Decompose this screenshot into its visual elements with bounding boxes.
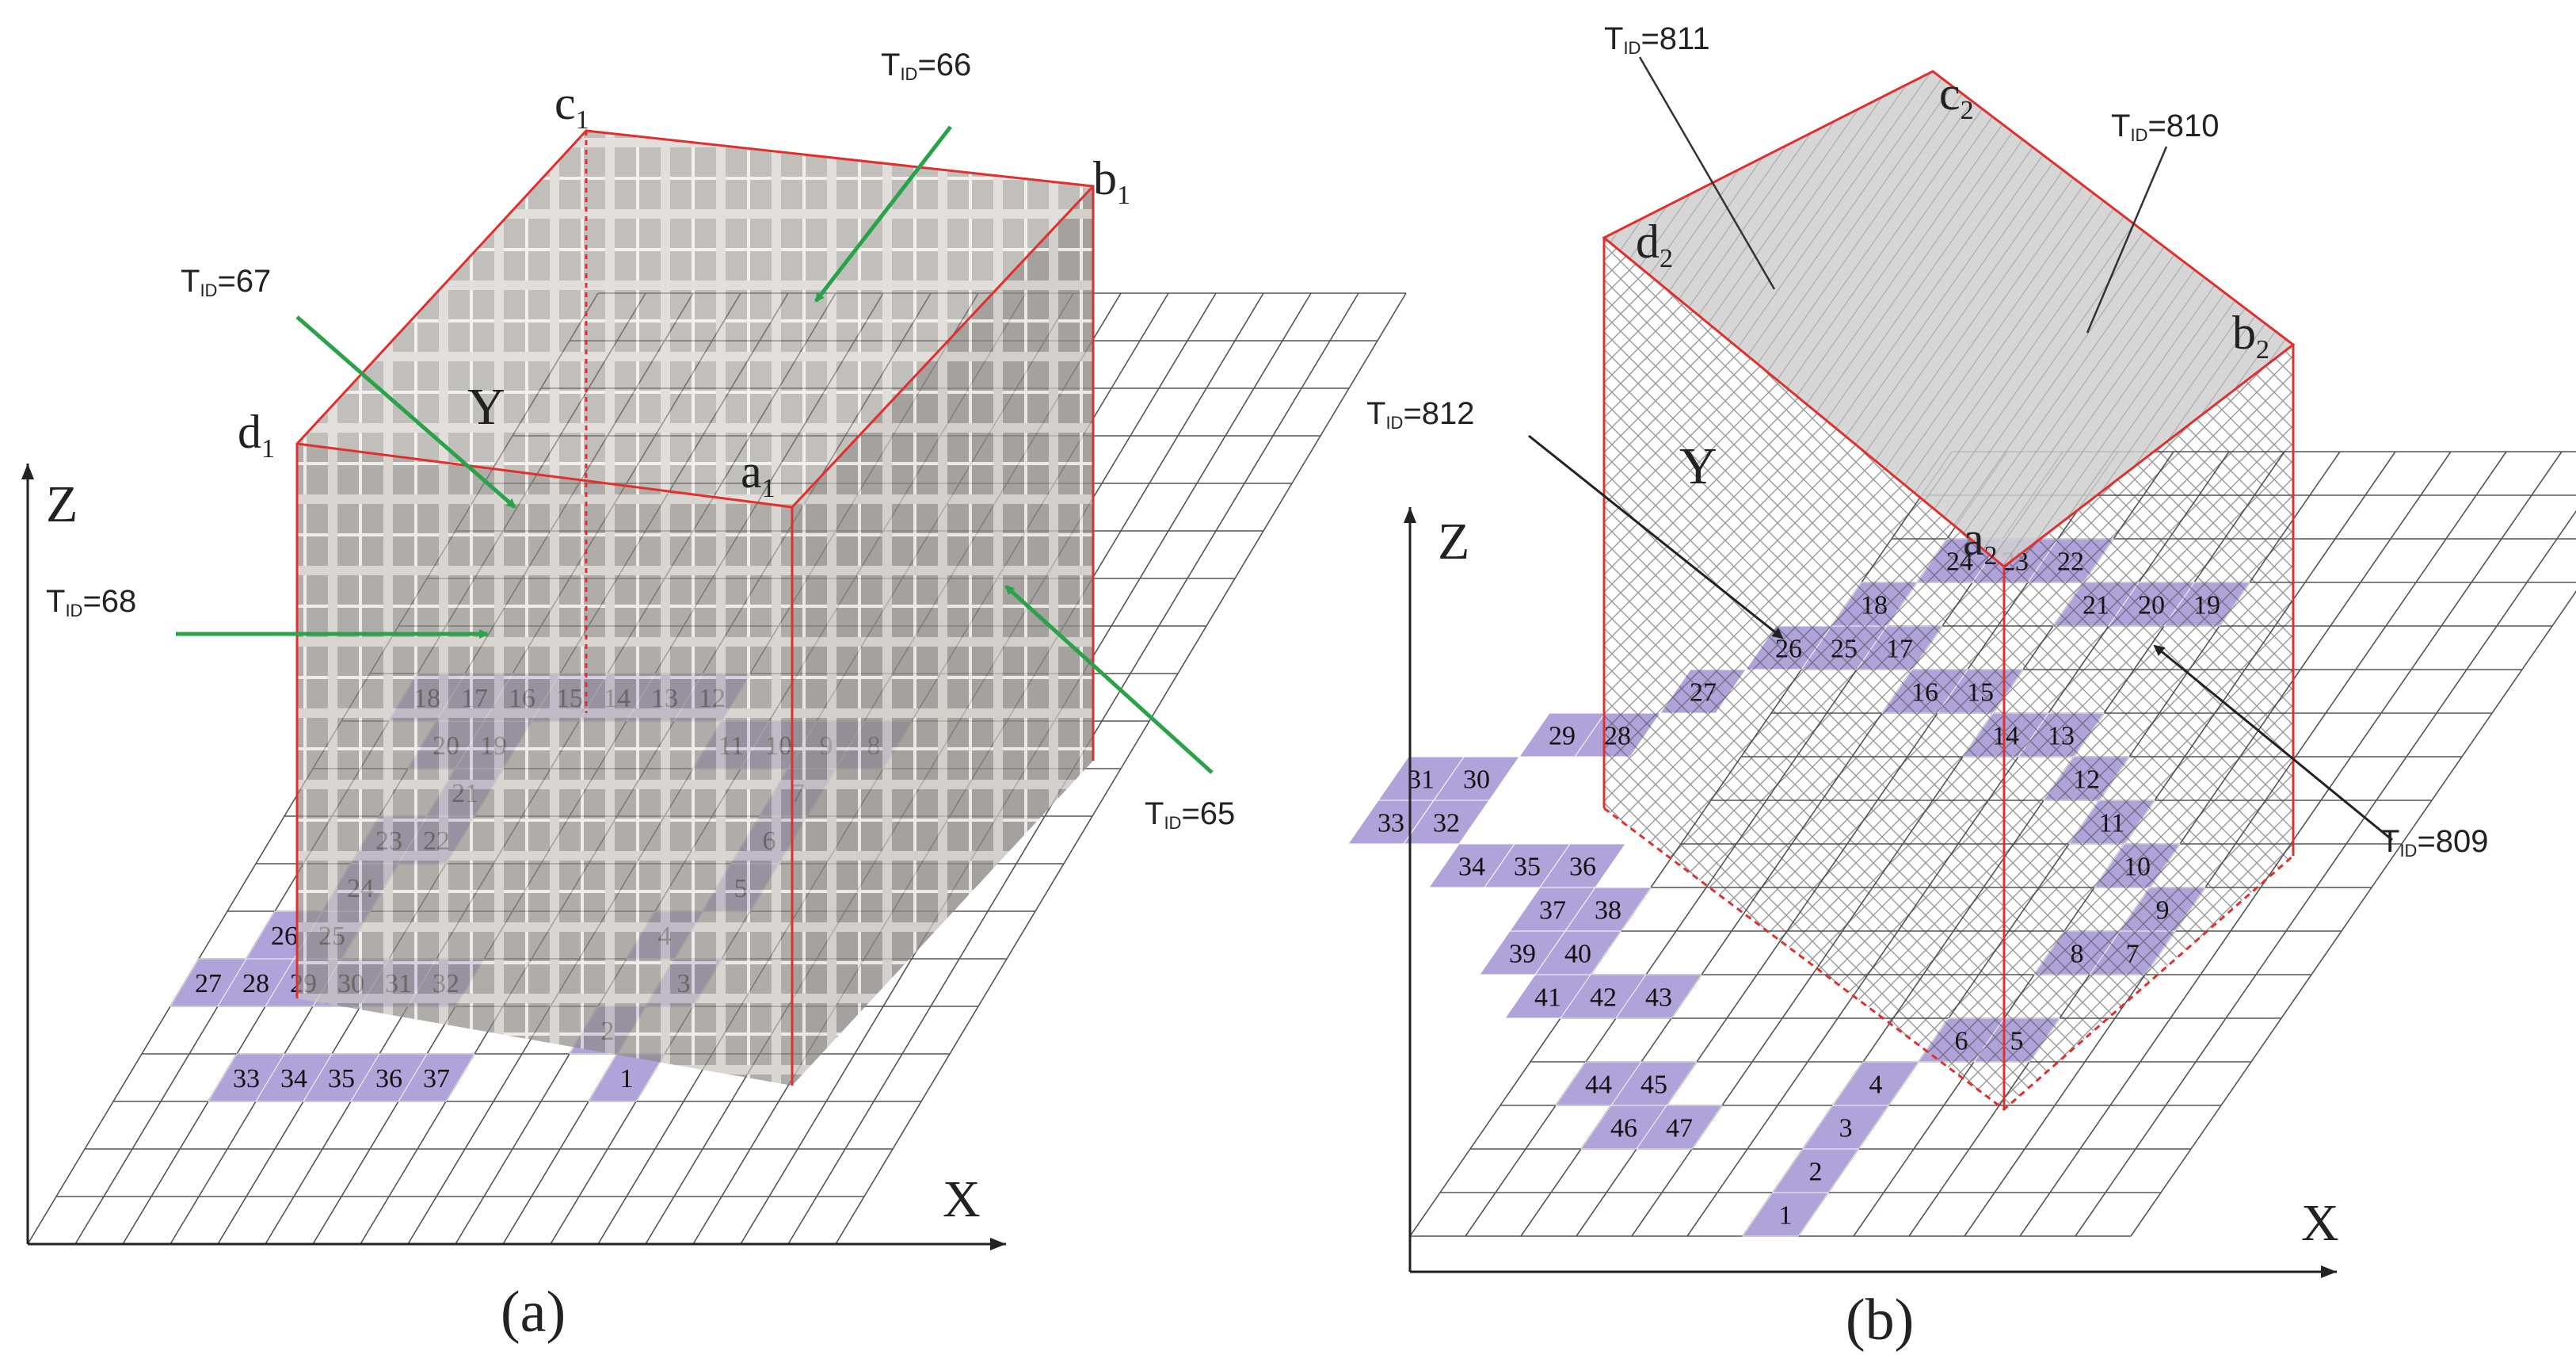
panel-b-cell-number: 4 xyxy=(1869,1071,1883,1100)
building-b-left-face xyxy=(1604,238,2004,1109)
panel-b-cell-number: 1 xyxy=(1779,1201,1793,1231)
tid-812-label: TID=812 xyxy=(1366,396,1475,433)
panel-a-cell-number: 26 xyxy=(271,922,298,951)
tid-812-arrow xyxy=(1528,434,1784,639)
tid-65-label: TID=65 xyxy=(1145,796,1235,833)
z-axis-label-a: Z xyxy=(46,475,78,533)
corner-label-d1: d1 xyxy=(238,406,275,464)
tid-809-label: TID=809 xyxy=(2380,824,2489,861)
corner-label-a2: a2 xyxy=(1963,513,1998,571)
x-axis-label-b: X xyxy=(2301,1194,2339,1252)
panel-b-cell-number: 40 xyxy=(1564,940,1591,969)
panel-b-cell-number: 2 xyxy=(1809,1158,1823,1187)
panel-b-cell-number: 43 xyxy=(1645,983,1672,1013)
tid-811-label: TID=811 xyxy=(1604,21,1710,58)
building-a-right-face xyxy=(792,186,1093,1086)
tid-65-arrow xyxy=(1004,585,1214,774)
panel-b-cell-number: 29 xyxy=(1549,722,1576,751)
panel-a-cell-number: 37 xyxy=(423,1064,450,1094)
panel-a-cell-number: 35 xyxy=(328,1064,355,1094)
panel-b-cell-number: 39 xyxy=(1509,940,1536,969)
caption-b: (b) xyxy=(1846,1288,1914,1353)
panel-b-cell-number: 38 xyxy=(1595,896,1621,926)
corner-label-d2: d2 xyxy=(1636,216,1673,273)
panel-a-cell-number: 34 xyxy=(280,1064,307,1094)
panel-a-cell-number: 36 xyxy=(375,1064,402,1094)
building-a xyxy=(295,129,1095,1086)
axes-b xyxy=(1404,507,2337,1278)
panel-b: 1234567891011121314151617181920212223242… xyxy=(1347,21,2576,1353)
panel-b-cell-number: 46 xyxy=(1610,1114,1637,1143)
panel-b-cell-number: 35 xyxy=(1514,853,1541,882)
panel-b-cell-number: 32 xyxy=(1433,809,1460,838)
panel-a-cell-number: 33 xyxy=(233,1064,260,1094)
y-axis-label-b: Y xyxy=(1679,437,1717,495)
panel-b-cell-number: 33 xyxy=(1378,809,1404,838)
y-axis-label-a: Y xyxy=(467,378,505,436)
panel-a-cell xyxy=(398,1053,475,1102)
tid-66-arrow xyxy=(814,125,952,303)
tid-810-label: TID=810 xyxy=(2111,109,2220,145)
x-axis-label-a: X xyxy=(943,1170,981,1228)
tid-annotations-b: TID=811 TID=810 TID=812 TID=809 xyxy=(1366,21,2489,861)
panel-b-cell xyxy=(1347,800,1435,845)
tid-67-arrow xyxy=(295,315,516,509)
panel-b-cell-number: 47 xyxy=(1666,1114,1693,1143)
tid-811-line xyxy=(1638,56,1776,290)
building-b xyxy=(1602,70,2296,1111)
building-a-front-face xyxy=(297,444,792,1086)
corner-label-c2: c2 xyxy=(1939,67,1974,125)
z-axis-label-b: Z xyxy=(1438,513,1469,571)
tid-68-label: TID=68 xyxy=(46,584,136,620)
panel-b-cell xyxy=(1636,1105,1723,1150)
tid-66-label: TID=66 xyxy=(881,48,971,84)
panel-a-cell-number: 27 xyxy=(195,969,222,998)
panel-b-cell-number: 36 xyxy=(1569,853,1596,882)
panel-b-cell xyxy=(1615,974,1702,1019)
building-b-top-stripes xyxy=(1604,71,2293,567)
building-a-top-face xyxy=(297,131,1093,507)
tid-annotations-a: TID=66 TID=67 TID=68 TID=65 xyxy=(46,48,1235,833)
panel-a-cell-number: 1 xyxy=(620,1064,634,1094)
panel-b-cell-number: 42 xyxy=(1590,983,1617,1013)
axes-a xyxy=(21,464,1006,1250)
tid-67-label: TID=67 xyxy=(181,264,271,300)
panel-a: 1234567891011121314151617181920212223242… xyxy=(21,48,1407,1345)
corner-label-c1: c1 xyxy=(554,77,589,135)
tid-810-line xyxy=(2086,146,2168,334)
panel-b-cell-number: 41 xyxy=(1534,983,1561,1013)
caption-a: (a) xyxy=(501,1280,566,1345)
panel-a-cell-number: 28 xyxy=(242,969,269,998)
panel-b-cell-number: 3 xyxy=(1839,1114,1853,1143)
corner-label-a1: a1 xyxy=(741,445,775,503)
corner-label-b2: b2 xyxy=(2232,307,2269,365)
corner-label-b1: b1 xyxy=(1093,152,1130,210)
panel-b-cell-number: 34 xyxy=(1458,853,1485,882)
panel-b-cell-number: 30 xyxy=(1463,765,1490,795)
panel-b-cell-number: 45 xyxy=(1640,1071,1667,1100)
panel-b-cell-number: 31 xyxy=(1408,765,1435,795)
panel-b-cell-number: 37 xyxy=(1539,896,1566,926)
tid-809-arrow xyxy=(2153,644,2393,842)
panel-b-cell-number: 44 xyxy=(1585,1071,1612,1100)
